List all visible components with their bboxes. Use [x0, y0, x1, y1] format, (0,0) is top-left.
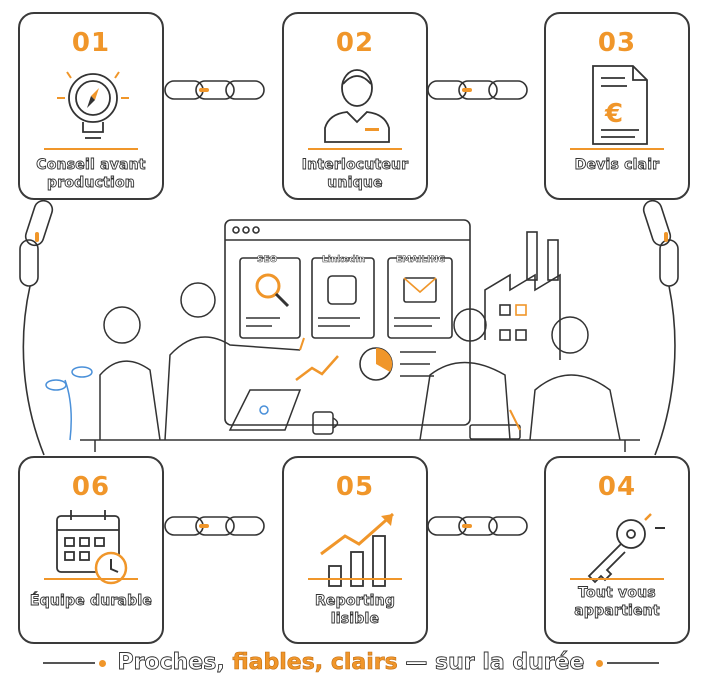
linkedin-panel-title: LinkedIn [322, 255, 365, 265]
step-card-02: 02 Interlocuteur unique [282, 12, 428, 200]
tagline-dot-left [98, 659, 106, 667]
chain-link [488, 80, 528, 100]
step-card-06: 06 Équipe durable [18, 456, 164, 644]
tagline-part1: Proches, [117, 650, 233, 676]
euro-glyph: € [604, 99, 623, 129]
factory-illustration [484, 231, 561, 360]
chain-link [642, 199, 672, 247]
chain-cord [22, 285, 45, 456]
label-rule [44, 578, 138, 580]
chain-link [195, 516, 235, 536]
chain-link [225, 80, 265, 100]
tagline-highlight: fiables, clairs [232, 650, 398, 676]
chain-accents [35, 88, 668, 528]
step-number: 03 [597, 28, 637, 58]
euro-document-icon: € [592, 65, 648, 145]
chain-link [427, 516, 467, 536]
step-number: 05 [335, 472, 375, 502]
step-card-05: 05 Reporting lisible [282, 456, 428, 644]
step-card-03: 03 € Devis clair [544, 12, 690, 200]
tagline-dot-right [596, 659, 604, 667]
chain-link [427, 80, 467, 100]
key-icon [587, 513, 665, 584]
chain-link [458, 80, 498, 100]
tagline-part2: — sur la durée [397, 650, 585, 676]
chain-link [24, 199, 54, 247]
label-line: Conseil avant [36, 157, 146, 174]
label-rule [44, 148, 138, 150]
label-rule [570, 148, 664, 150]
label-line: appartient [574, 603, 660, 620]
seo-panel-title: SEO [257, 255, 278, 265]
step-label: Tout vous appartient [552, 584, 682, 620]
person-icon [324, 69, 390, 143]
label-rule [308, 578, 402, 580]
calendar-clock-icon [56, 510, 128, 585]
step-card-01: 01 Conseil avant production [18, 12, 164, 200]
chain-link [488, 516, 528, 536]
label-rule [308, 148, 402, 150]
label-line: Interlocuteur [301, 157, 409, 174]
seo-panel [239, 257, 301, 339]
label-line: Tout vous [578, 585, 656, 602]
chain-link [164, 516, 204, 536]
growth-chart-icon [320, 512, 394, 587]
step-label: Reporting lisible [290, 592, 420, 628]
label-rule [570, 578, 664, 580]
label-line: Devis clair [574, 157, 660, 174]
compass-bulb-icon [57, 71, 129, 139]
label-line: unique [327, 175, 383, 192]
chain-link [19, 239, 39, 287]
linkedin-panel [311, 257, 375, 339]
step-number: 01 [71, 28, 111, 58]
label-line: production [47, 175, 136, 192]
step-card-04: 04 Tout vous appartient [544, 456, 690, 644]
meeting-people [45, 282, 640, 452]
label-line: Reporting lisible [314, 593, 396, 628]
chain-link [458, 516, 498, 536]
emailing-panel-title: EMAILING [396, 255, 445, 265]
step-label: Interlocuteur unique [290, 156, 420, 192]
chain-link [225, 516, 265, 536]
tagline: Proches, fiables, clairs — sur la durée [0, 650, 702, 675]
chain-link [195, 80, 235, 100]
step-number: 02 [335, 28, 375, 58]
chain-link [164, 80, 204, 100]
chain-cord [654, 285, 676, 456]
step-number: 04 [597, 472, 637, 502]
step-label: Devis clair [552, 156, 682, 174]
tagline-rule-left [42, 662, 95, 664]
step-label: Conseil avant production [26, 156, 156, 192]
step-label: Équipe durable [26, 592, 156, 610]
chain-link [659, 239, 679, 287]
tagline-rule-right [607, 662, 660, 664]
step-number: 06 [71, 472, 111, 502]
label-line: Équipe durable [29, 593, 153, 610]
presentation-screen [224, 219, 471, 426]
emailing-panel [387, 257, 453, 339]
